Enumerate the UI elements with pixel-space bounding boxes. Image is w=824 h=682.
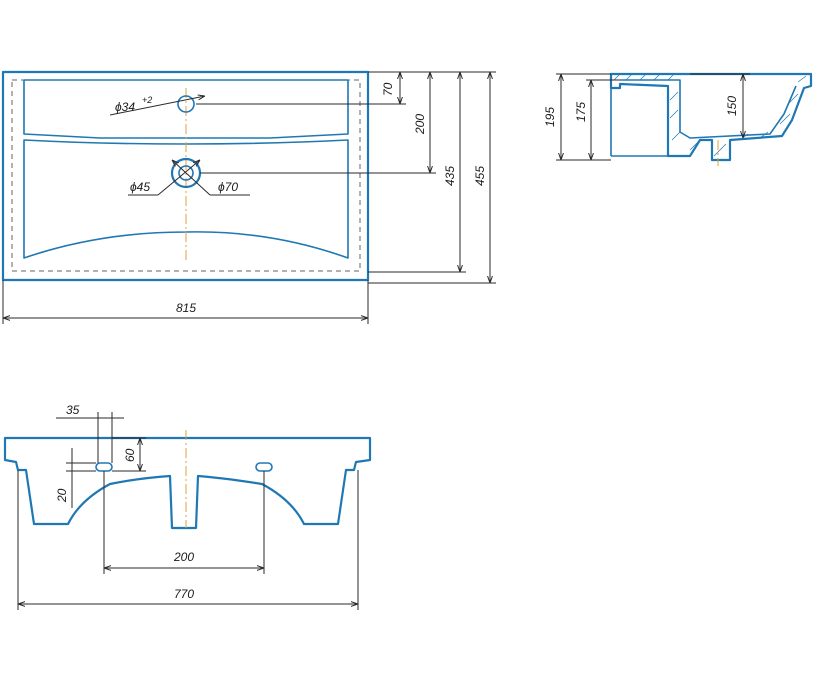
- dim-455-label: 455: [473, 166, 487, 186]
- plan-view: ϕ34 +2 ϕ45 ϕ70 70 200 435 455 815: [1, 70, 496, 324]
- dim-150-label: 150: [725, 96, 739, 116]
- dim-35-label: 35: [66, 403, 80, 417]
- drain-inner: [178, 165, 194, 181]
- side-section-view: 195 175 150: [543, 72, 813, 166]
- side-section-inner: [620, 79, 797, 139]
- dim-815-label: 815: [176, 301, 196, 315]
- dim-70-label: 70: [381, 82, 395, 96]
- overflow-hole-right: [255, 462, 273, 472]
- drain-inner-label: ϕ45: [130, 180, 150, 194]
- dim-60-label: 60: [123, 448, 137, 462]
- dim-200-rear-label: 200: [173, 550, 194, 564]
- dim-195-label: 195: [543, 107, 557, 127]
- dim-200-label: 200: [413, 114, 427, 135]
- basin-outer-rim: [1, 70, 370, 282]
- drain-outer-leader-diag: [172, 160, 211, 196]
- tap-hole: [177, 95, 195, 113]
- drain-inner-leader-diag: [157, 160, 200, 196]
- overflow-hole-left: [95, 462, 113, 472]
- dim-435-label: 435: [443, 166, 457, 186]
- dim-770-label: 770: [174, 587, 194, 601]
- section-hatching: [613, 73, 807, 157]
- rear-outline: [3, 436, 372, 530]
- side-section-outline: [609, 72, 813, 162]
- tap-hole-label: ϕ34: [115, 100, 135, 114]
- dim-175-label: 175: [574, 102, 588, 122]
- rear-view: 35 60 20 200 770: [3, 403, 372, 610]
- tap-hole-tolerance: +2: [142, 95, 152, 105]
- drain-outer-label: ϕ70: [218, 180, 238, 194]
- dim-20-label: 20: [55, 488, 69, 503]
- basin-bowl: [23, 139, 349, 259]
- tap-hole-leader: [109, 96, 205, 116]
- basin-deck: [23, 79, 349, 139]
